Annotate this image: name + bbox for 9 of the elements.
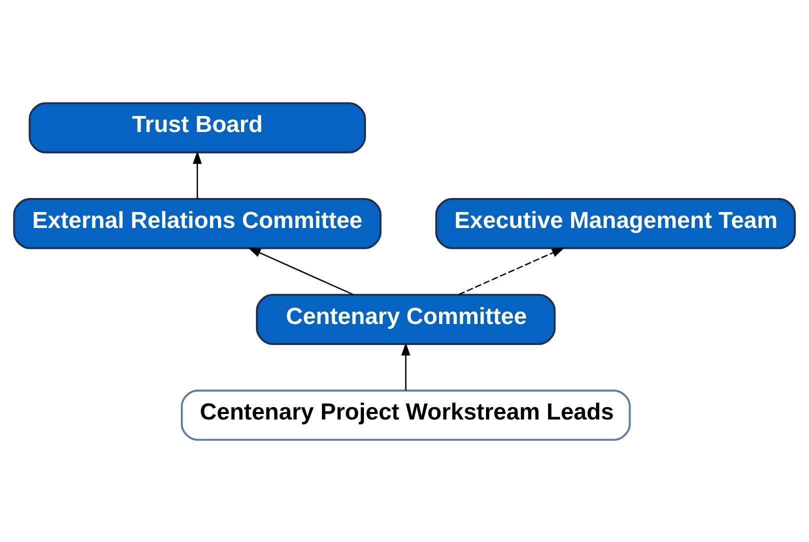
node-box: External Relations Committee xyxy=(13,198,382,249)
node-box: Executive Management Team xyxy=(435,198,796,249)
node-box: Trust Board xyxy=(28,102,366,153)
arrow xyxy=(458,246,565,295)
node-box: Centenary Committee xyxy=(256,293,556,344)
node-box: Centenary Project Workstream Leads xyxy=(180,389,631,440)
arrow xyxy=(401,342,410,390)
arrow xyxy=(248,246,354,295)
arrow xyxy=(192,150,202,198)
